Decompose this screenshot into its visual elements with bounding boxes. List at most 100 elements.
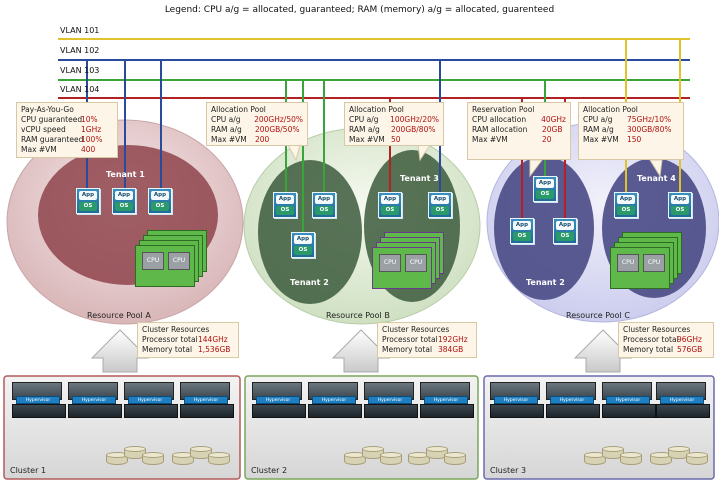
hypervisor-server-icon: Hypervisor (68, 382, 122, 418)
allocation-pool-c-key: RAM a/g (583, 125, 614, 134)
vm-app-label: App (115, 191, 133, 200)
allocation-pool-a-value: 200GHz/50% (254, 115, 303, 124)
allocation-pool-b-value: 200GB/80% (391, 125, 436, 134)
vm-app-label: App (556, 221, 574, 230)
hypervisor-label: Hypervisor (312, 396, 356, 404)
reservation-pool-key: Max #VM (472, 135, 508, 144)
hypervisor-server-icon: Hypervisor (420, 382, 474, 418)
arrow-cluster-2 (331, 329, 391, 373)
reservation-pool-value: 20GB (542, 125, 563, 134)
vlan-101-label: VLAN 101 (60, 26, 100, 35)
hypervisor-server-icon: Hypervisor (124, 382, 178, 418)
arrow-cluster-3 (573, 329, 633, 373)
hypervisor-label: Hypervisor (184, 396, 228, 404)
hypervisor-label: Hypervisor (424, 396, 468, 404)
storage-disk-icon (444, 452, 466, 466)
cluster-2-resources-title: Cluster Resources (382, 325, 450, 334)
vm-app-label: App (536, 179, 554, 188)
cpu-chip-label: CPU (168, 252, 190, 270)
reservation-pool-value: 40GHz (541, 115, 566, 124)
tenant-3-label: Tenant 3 (400, 174, 439, 183)
hypervisor-server-icon: Hypervisor (490, 382, 544, 418)
vm-app-label: App (79, 191, 97, 200)
vm-app-label: App (381, 195, 399, 204)
allocation-pool-a-value: 200 (255, 135, 270, 144)
allocation-pool-b-key: RAM a/g (349, 125, 380, 134)
cluster-1-label: Cluster 1 (10, 466, 47, 475)
hypervisor-label: Hypervisor (660, 396, 704, 404)
allocation-pool-a-value: 200GB/50% (255, 125, 300, 134)
vm-os-label: OS (276, 206, 294, 215)
callout-pointer (649, 159, 663, 178)
hypervisor-server-icon: Hypervisor (12, 382, 66, 418)
allocation-pool-a-key: CPU a/g (211, 115, 241, 124)
resource-pool-a-label: Resource Pool A (87, 311, 151, 320)
cluster-3-resources-title: Cluster Resources (623, 325, 691, 334)
payg-key: vCPU speed (21, 125, 66, 134)
allocation-pool-a-key: RAM a/g (211, 125, 242, 134)
cluster-3-key: Processor total (623, 335, 679, 344)
vm-os-label: OS (115, 202, 133, 211)
callout-pointer (529, 159, 543, 178)
hypervisor-label: Hypervisor (16, 396, 60, 404)
legend: Legend: CPU a/g = allocated, guaranteed;… (164, 5, 555, 15)
hypervisor-server-icon: Hypervisor (602, 382, 656, 418)
tenant-2b-label: Tenant 2 (526, 278, 565, 287)
allocation-pool-b-value: 50 (391, 135, 401, 144)
hypervisor-label: Hypervisor (72, 396, 116, 404)
vlan-103-label: VLAN 103 (60, 66, 100, 75)
vm-app-label: App (151, 191, 169, 200)
tenant-1-label: Tenant 1 (106, 170, 145, 179)
cluster-3-value: 576GB (677, 345, 703, 354)
storage-disk-icon (380, 452, 402, 466)
vm-app-label: App (513, 221, 531, 230)
tenant-2b-circle (494, 156, 594, 300)
allocation-pool-b-key: Max #VM (349, 135, 385, 144)
vlan-102-label: VLAN 102 (60, 46, 100, 55)
vm-app-label: App (294, 235, 312, 244)
cluster-1-key: Memory total (142, 345, 193, 354)
payg-title: Pay-As-You-Go (21, 105, 74, 114)
cpu-rack-icon: CPU CPU (610, 232, 688, 292)
cpu-rack-icon: CPU CPU (135, 230, 213, 290)
hypervisor-label: Hypervisor (256, 396, 300, 404)
cluster-2-key: Processor total (382, 335, 438, 344)
cpu-chip-label: CPU (142, 252, 164, 270)
cluster-3-key: Memory total (623, 345, 674, 354)
vlan-104-label: VLAN 104 (60, 85, 100, 94)
cluster-2-value: 192GHz (438, 335, 468, 344)
hypervisor-label: Hypervisor (128, 396, 172, 404)
cpu-chip-label: CPU (405, 254, 427, 272)
payg-value: 100% (81, 135, 103, 144)
allocation-pool-c-key: CPU a/g (583, 115, 613, 124)
vm-app-label: App (315, 195, 333, 204)
payg-key: Max #VM (21, 145, 57, 154)
cluster-2-key: Memory total (382, 345, 433, 354)
cluster-3-value: 96GHz (677, 335, 702, 344)
hypervisor-server-icon: Hypervisor (308, 382, 362, 418)
storage-disk-icon (344, 452, 366, 466)
hypervisor-server-icon: Hypervisor (656, 382, 710, 418)
payg-value: 10% (81, 115, 98, 124)
reservation-pool-title: Reservation Pool (472, 105, 535, 114)
storage-disk-icon (172, 452, 194, 466)
hypervisor-server-icon: Hypervisor (252, 382, 306, 418)
cpu-chip-label: CPU (617, 254, 639, 272)
vm-os-label: OS (381, 206, 399, 215)
vm-os-label: OS (294, 246, 312, 255)
